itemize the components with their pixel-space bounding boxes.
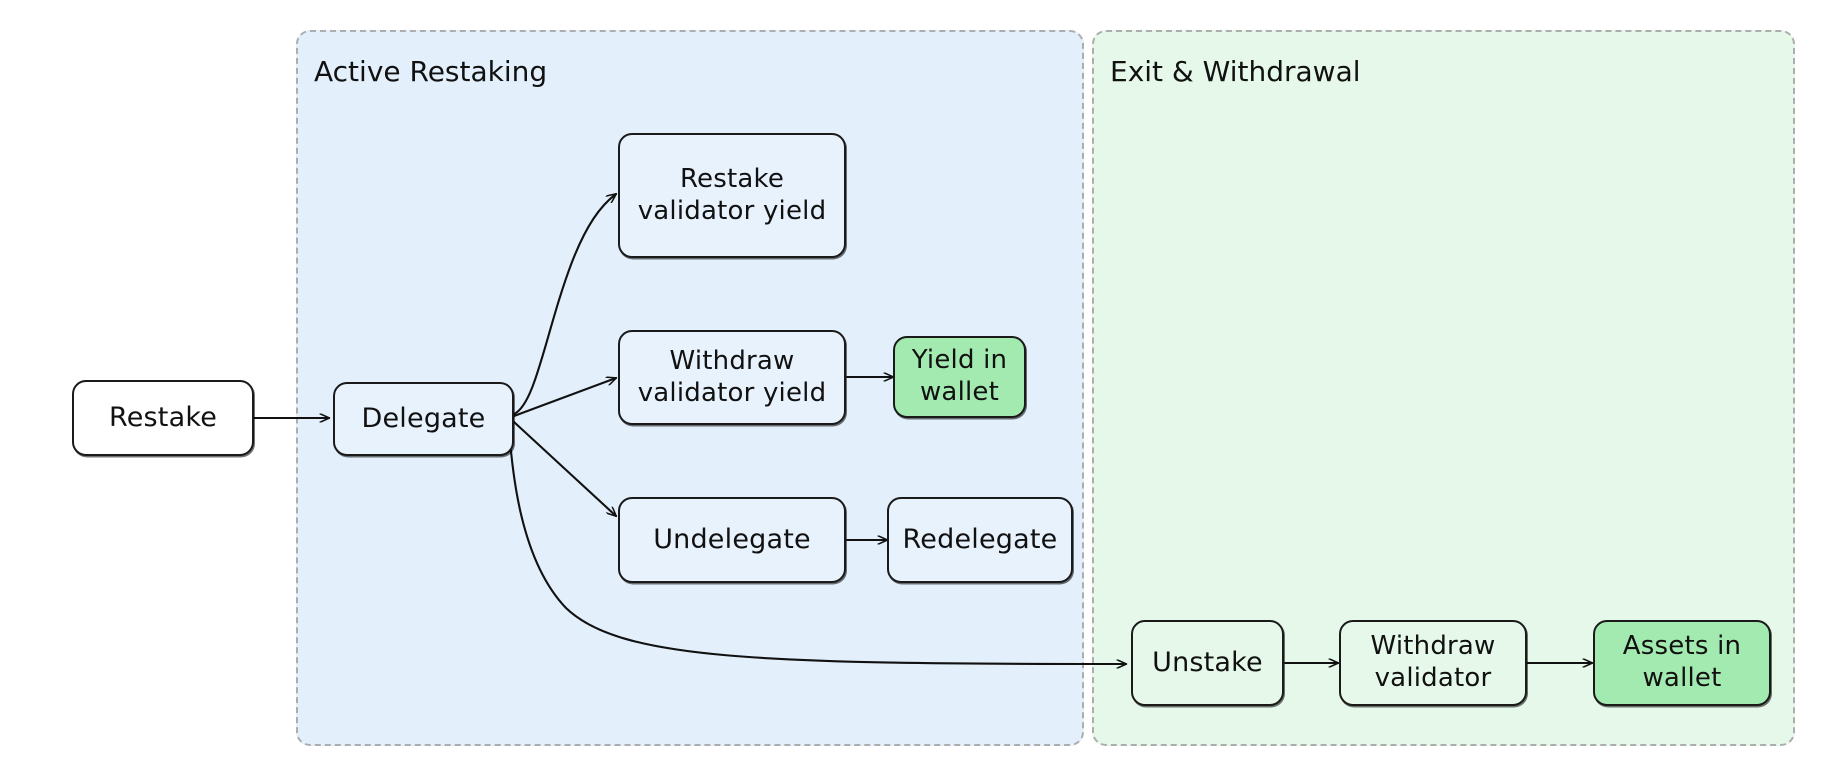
node-redelegate[interactable]: Redelegate [887, 497, 1073, 583]
subgraph-active-restaking-label: Active Restaking [314, 55, 548, 88]
node-withdraw-validator-yield[interactable]: Withdraw validator yield [618, 330, 846, 425]
edge-delegate-to-undelegate [512, 420, 616, 516]
node-delegate[interactable]: Delegate [333, 382, 514, 456]
edge-delegate-to-unstake [507, 426, 1126, 664]
node-undelegate[interactable]: Undelegate [618, 497, 846, 583]
node-unstake[interactable]: Unstake [1131, 620, 1284, 706]
node-yield-in-wallet[interactable]: Yield in wallet [893, 336, 1026, 418]
node-assets-in-wallet[interactable]: Assets in wallet [1593, 620, 1771, 706]
edge-delegate-to-withdraw-yield [512, 378, 616, 418]
node-restake[interactable]: Restake [72, 380, 254, 456]
node-withdraw-validator[interactable]: Withdraw validator [1339, 620, 1527, 706]
subgraph-exit-withdrawal-label: Exit & Withdrawal [1110, 55, 1361, 88]
edge-delegate-to-restake-yield [512, 192, 616, 416]
node-restake-validator-yield[interactable]: Restake validator yield [618, 133, 846, 258]
